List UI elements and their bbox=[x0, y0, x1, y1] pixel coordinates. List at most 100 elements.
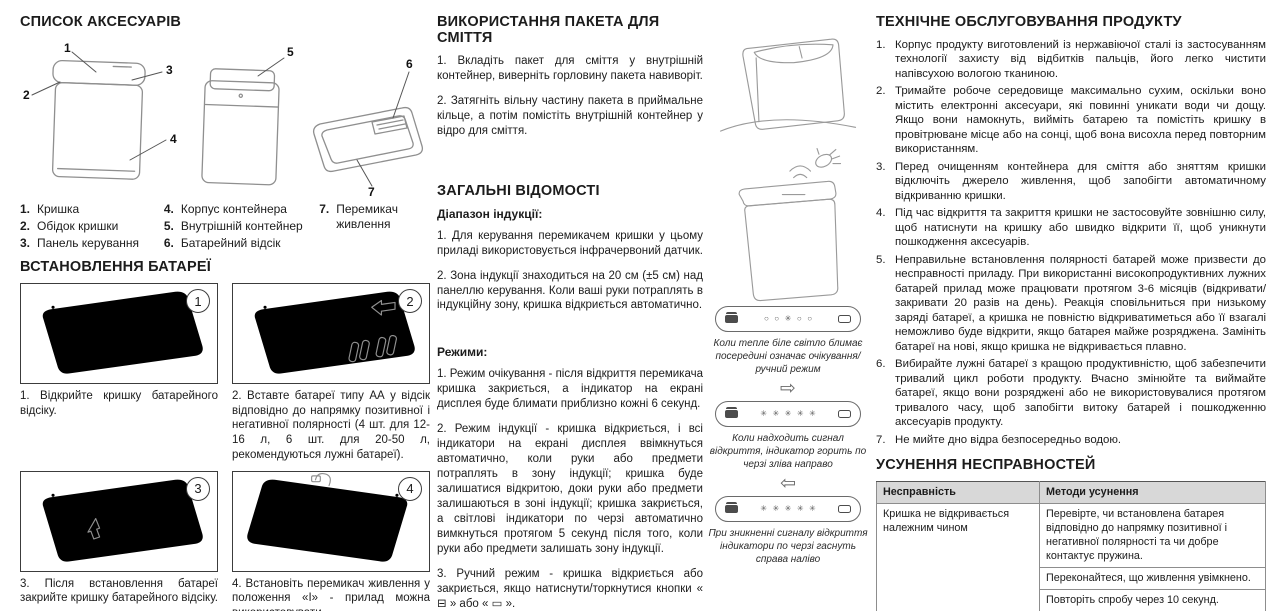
table-row: Кришка не відкривається належним чином П… bbox=[876, 503, 1266, 611]
legend-num: 7. bbox=[319, 202, 330, 216]
legend-item: 3.Панель керування bbox=[20, 236, 154, 251]
general-info-title: ЗАГАЛЬНІ ВІДОМОСТІ bbox=[437, 182, 600, 199]
dot-lit: ✳ bbox=[809, 409, 816, 418]
item-num: 2. bbox=[876, 85, 886, 98]
column-header-methods: Методи усунення bbox=[1039, 481, 1266, 505]
item-num: 1. bbox=[876, 39, 886, 51]
maintenance-item: 2. Тримайте робоче середовище максимально… bbox=[876, 84, 1266, 156]
maintenance-item: 4.Під час відкриття та закриття кришки н… bbox=[876, 206, 1266, 249]
legend-label: Корпус контейнера bbox=[180, 202, 287, 216]
item-text: Неправильне встановлення полярності бата… bbox=[895, 253, 1266, 353]
bag-usage-step-2: 2. Затягніть вільну частину пакета в при… bbox=[437, 94, 703, 137]
item-num: 6. bbox=[876, 358, 886, 371]
step-number-badge: 3 bbox=[186, 476, 210, 501]
indicator-dots: ✳ ✳ ✳ ✳ ✳ bbox=[760, 410, 816, 418]
sensor-bin-illustration bbox=[738, 148, 842, 302]
accessories-diagram: 1 2 3 4 5 6 7 bbox=[23, 41, 424, 198]
legend-label: Обідок кришки bbox=[37, 219, 119, 233]
maintenance-item: 7. Не мийте дно відра безпосередньо водою… bbox=[876, 433, 1266, 447]
column-header-problem: Несправність bbox=[876, 481, 1040, 505]
callout-2: 2 bbox=[23, 88, 30, 102]
accessories-legend: 1. Кришка 2. Обідок кришки 3.Панель керува… bbox=[20, 202, 432, 251]
open-lid-button-icon bbox=[725, 406, 738, 418]
step-illustration-box: 2 bbox=[232, 283, 430, 384]
dot: ○ bbox=[807, 314, 813, 323]
bag-usage-title: ВИКОРИСТАННЯ ПАКЕТА ДЛЯ СМІТТЯ bbox=[437, 14, 660, 46]
indicator-closing: ✳ ✳ ✳ ✳ ✳ При зникненні сигналу відкритт… bbox=[706, 496, 870, 566]
dot-lit: ✳ bbox=[772, 504, 780, 513]
indicator-opening: ✳ ✳ ✳ ✳ ✳ Коли надходить сигнал відкритт… bbox=[706, 401, 870, 471]
maintenance-item: 3.Перед очищенням контейнера для сміття … bbox=[876, 160, 1266, 203]
item-num: 7. bbox=[876, 433, 886, 446]
step-number-badge: 4 bbox=[398, 476, 422, 501]
callout-1: 1 bbox=[64, 41, 71, 55]
step-number-badge: 1 bbox=[186, 289, 210, 313]
bag-usage-step-1: 1. Вкладіть пакет для сміття у внутрішні… bbox=[437, 55, 703, 82]
maintenance-title: ТЕХНІЧНЕ ОБСЛУГОВУВАННЯ ПРОДУКТУ bbox=[876, 14, 1182, 30]
legend-item: 6.Батарейний відсік bbox=[164, 236, 309, 251]
dot-lit: ✳ bbox=[809, 504, 816, 513]
battery-tray-illustration bbox=[42, 479, 203, 562]
indicator-caption: При зникненні сигналу відкриття індикато… bbox=[708, 528, 868, 565]
mode-induction: 2. Режим індукції - кришка відкриється, … bbox=[437, 423, 703, 555]
accessories-title: СПИСОК АКСЕСУАРІВ bbox=[20, 14, 182, 30]
close-lid-button-icon bbox=[837, 505, 851, 513]
dot-lit: ✳ bbox=[784, 314, 792, 323]
battery-step-3: 3 3. Після встановлення батареї закрийте… bbox=[20, 470, 218, 611]
item-text: Не мийте дно відра безпосередньо водою. bbox=[895, 433, 1122, 446]
dot: ○ bbox=[763, 314, 769, 323]
legend-num: 5. bbox=[163, 219, 174, 233]
legend-label: Батарейний відсік bbox=[180, 236, 281, 250]
step-caption: 2. Вставте батареї типу АА у відсік відп… bbox=[232, 390, 430, 461]
item-text: Тримайте робоче середовище максимально с… bbox=[895, 85, 1266, 156]
battery-tray-illustration bbox=[247, 472, 408, 562]
maintenance-item: 1.Корпус продукту виготовлений із нержав… bbox=[876, 38, 1266, 81]
indicator-dots: ✳ ✳ ✳ ✳ ✳ bbox=[760, 505, 816, 513]
induction-item-2: 2. Зона індукції знаходиться на 20 см (±… bbox=[437, 269, 703, 312]
dot-lit: ✳ bbox=[796, 504, 804, 513]
legend-item: 7. Перемикач живлення bbox=[319, 202, 432, 232]
step-caption: 4. Встановіть перемикач живлення у полож… bbox=[232, 577, 430, 611]
inner-container-illustration bbox=[719, 38, 857, 132]
step-caption: 3. Після встановлення батареї закрийте к… bbox=[20, 577, 218, 605]
legend-item: 4.Корпус контейнера bbox=[164, 202, 309, 217]
callout-4: 4 bbox=[170, 132, 177, 146]
table-header-row: Несправність Методи усунення bbox=[876, 481, 1266, 505]
close-lid-button-icon bbox=[837, 315, 851, 323]
callout-3: 3 bbox=[166, 63, 173, 77]
legend-label: Кришка bbox=[37, 202, 80, 216]
left-column: СПИСОК АКСЕСУАРІВ 1 2 3 4 5 bbox=[20, 8, 432, 611]
item-num: 5. bbox=[876, 253, 886, 266]
method-cell: Переконайтеся, що живлення увімкнено. bbox=[1039, 567, 1266, 591]
dot-lit: ✳ bbox=[772, 409, 780, 418]
close-lid-button-icon bbox=[837, 410, 851, 418]
callout-6: 6 bbox=[406, 57, 413, 71]
battery-title: ВСТАНОВЛЕННЯ БАТАРЕЇ bbox=[20, 259, 211, 275]
dot-lit: ✳ bbox=[784, 409, 792, 418]
battery-step-2: 2 2. Вставте батареї типу АА у відсік ві… bbox=[232, 283, 430, 463]
induction-item-1: 1. Для керування перемикачем кришки у ць… bbox=[437, 229, 703, 257]
legend-label: Перемикач живлення bbox=[336, 202, 398, 231]
method-cell: Перевірте, чи встановлена батарея відпов… bbox=[1039, 503, 1266, 569]
right-column: ТЕХНІЧНЕ ОБСЛУГОВУВАННЯ ПРОДУКТУ 1.Корпу… bbox=[876, 8, 1266, 611]
indicator-caption: Коли надходить сигнал відкриття, індикат… bbox=[709, 433, 867, 470]
callout-7: 7 bbox=[368, 185, 375, 198]
dot-lit: ✳ bbox=[796, 409, 804, 418]
legend-num: 2. bbox=[20, 219, 31, 233]
maintenance-item: 5. Неправильне встановлення полярності ба… bbox=[876, 253, 1266, 354]
step-illustration-box: 1 bbox=[20, 283, 218, 384]
troubleshooting-table: Несправність Методи усунення Кришка не в… bbox=[876, 481, 1266, 611]
indicator-standby: ○ ○ ✳ ○ ○ Коли тепле біле світло блимає … bbox=[706, 306, 870, 376]
open-lid-button-icon bbox=[725, 501, 738, 513]
middle-column: ВИКОРИСТАННЯ ПАКЕТА ДЛЯ СМІТТЯ 1. Вкладі… bbox=[437, 8, 703, 611]
battery-steps: 1 1. Відкрийте кришку батарейного відсік… bbox=[20, 283, 432, 611]
item-num: 4. bbox=[876, 207, 886, 220]
display-panel: ✳ ✳ ✳ ✳ ✳ bbox=[715, 401, 861, 427]
legend-item: 5.Внутрішній контейнер bbox=[164, 219, 309, 234]
legend-num: 1. bbox=[20, 202, 31, 216]
arrow-right-icon: ⇨ bbox=[780, 378, 796, 399]
method-cell: Повторіть спробу через 10 секунд. bbox=[1039, 589, 1266, 611]
dot: ○ bbox=[796, 314, 802, 323]
dot: ○ bbox=[774, 314, 780, 323]
display-panel: ✳ ✳ ✳ ✳ ✳ bbox=[715, 496, 861, 522]
